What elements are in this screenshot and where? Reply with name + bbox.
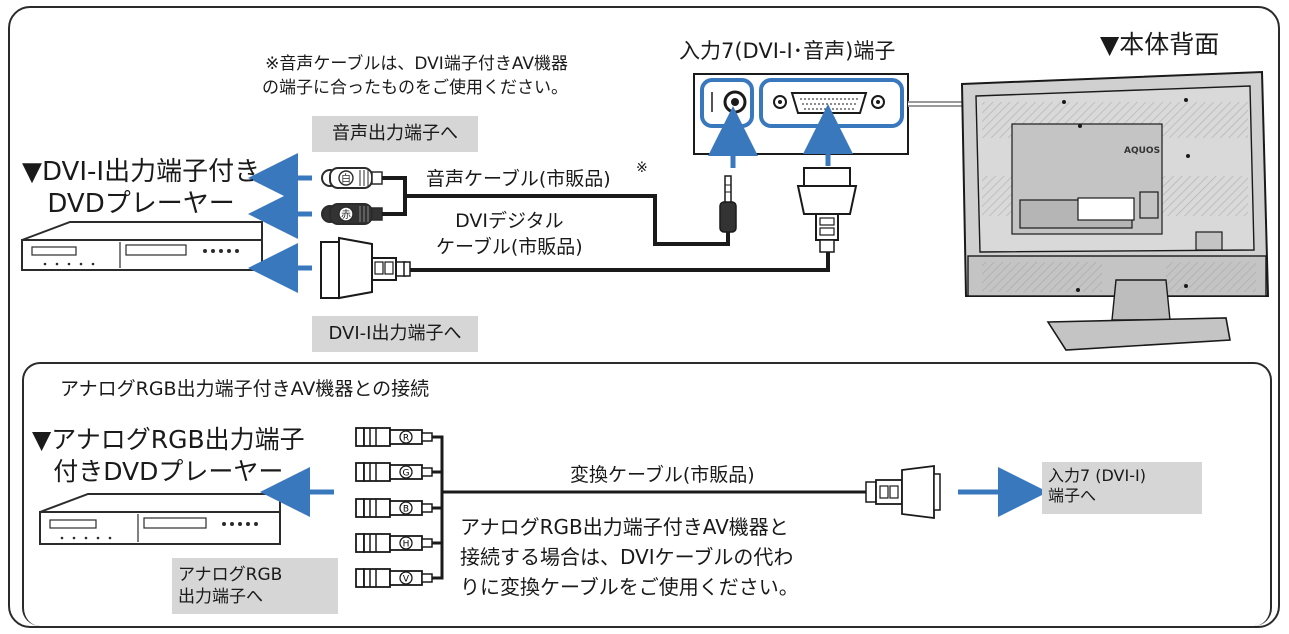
rca-plug-red: 赤 bbox=[321, 203, 383, 225]
bnc-plug-b: B bbox=[355, 498, 433, 518]
dvi-plug-tv bbox=[796, 167, 858, 253]
bnc-mark-h: H bbox=[403, 540, 410, 550]
audio-out-label-text: 音声出力端子へ bbox=[332, 123, 458, 144]
rear-view-title: ▼本体背面 bbox=[1100, 30, 1220, 59]
conversion-cable-note: アナログRGB出力端子付きAV機器と 接続する場合は、DVIケーブルの代わ りに… bbox=[460, 515, 799, 599]
conversion-dvi-plug bbox=[865, 464, 941, 520]
audio-cable-note-mark: ※ bbox=[636, 160, 648, 176]
rca-mark-white: 白 bbox=[341, 172, 351, 185]
bnc-plug-g: G bbox=[355, 462, 433, 482]
bnc-plugs: R G B H V bbox=[355, 427, 433, 588]
audio-mini-plug bbox=[719, 175, 737, 233]
audio-out-label: 音声出力端子へ bbox=[312, 116, 478, 152]
input7-terminal-panel bbox=[693, 73, 909, 155]
analog-out-label-text: アナログRGB 出力端子へ bbox=[178, 565, 283, 607]
audio-cable-label: 音声ケーブル(市販品) bbox=[426, 168, 611, 190]
input7-title: 入力7(DVI-I･音声)端子 bbox=[679, 39, 896, 63]
dvi-plug-player bbox=[320, 236, 411, 300]
dvi-out-label-text: DVI-I出力端子へ bbox=[328, 323, 462, 344]
bnc-plug-r: R bbox=[355, 427, 433, 447]
outer-frame bbox=[8, 6, 1280, 628]
dvi-out-label: DVI-I出力端子へ bbox=[312, 316, 478, 352]
input7-target-label-text: 入力7 (DVI-I) 端子へ bbox=[1048, 466, 1146, 505]
audio-cable bbox=[405, 194, 730, 246]
bnc-mark-b: B bbox=[403, 505, 409, 515]
input7-target-label: 入力7 (DVI-I) 端子へ bbox=[1042, 462, 1202, 514]
analog-player-title: ▼アナログRGB出力端子 付きDVDプレーヤー bbox=[32, 425, 305, 486]
dvi-player-title: ▼DVI-I出力端子付き DVDプレーヤー bbox=[22, 157, 261, 219]
tv-brand-text: AQUOS bbox=[1124, 146, 1161, 156]
rca-mark-red: 赤 bbox=[341, 209, 351, 221]
bnc-plug-h: H bbox=[355, 533, 433, 553]
analog-section-heading: アナログRGB出力端子付きAV機器との接続 bbox=[60, 378, 430, 400]
conversion-cable-label: 変換ケーブル(市販品) bbox=[570, 464, 755, 486]
tv-rear-view bbox=[960, 70, 1270, 351]
bnc-plug-v: V bbox=[355, 568, 433, 588]
audio-cable-note: ※音声ケーブルは、DVI端子付きAV機器 の端子に合ったものをご使用ください。 bbox=[262, 54, 568, 98]
dvi-cable-label: DVIデジタル ケーブル(市販品) bbox=[436, 210, 583, 258]
analog-dvd-player-icon bbox=[39, 493, 281, 545]
dvi-dvd-player-icon bbox=[21, 221, 263, 271]
rca-plug-white: 白 bbox=[321, 167, 383, 189]
dvi-cable bbox=[410, 252, 830, 272]
bnc-mark-g: G bbox=[403, 469, 410, 479]
analog-out-label: アナログRGB 出力端子へ bbox=[172, 558, 338, 614]
analog-section-panel bbox=[22, 362, 1272, 626]
audio-cable-split bbox=[382, 176, 407, 216]
bnc-mark-v: V bbox=[403, 575, 410, 585]
bnc-mark-r: R bbox=[403, 434, 409, 444]
